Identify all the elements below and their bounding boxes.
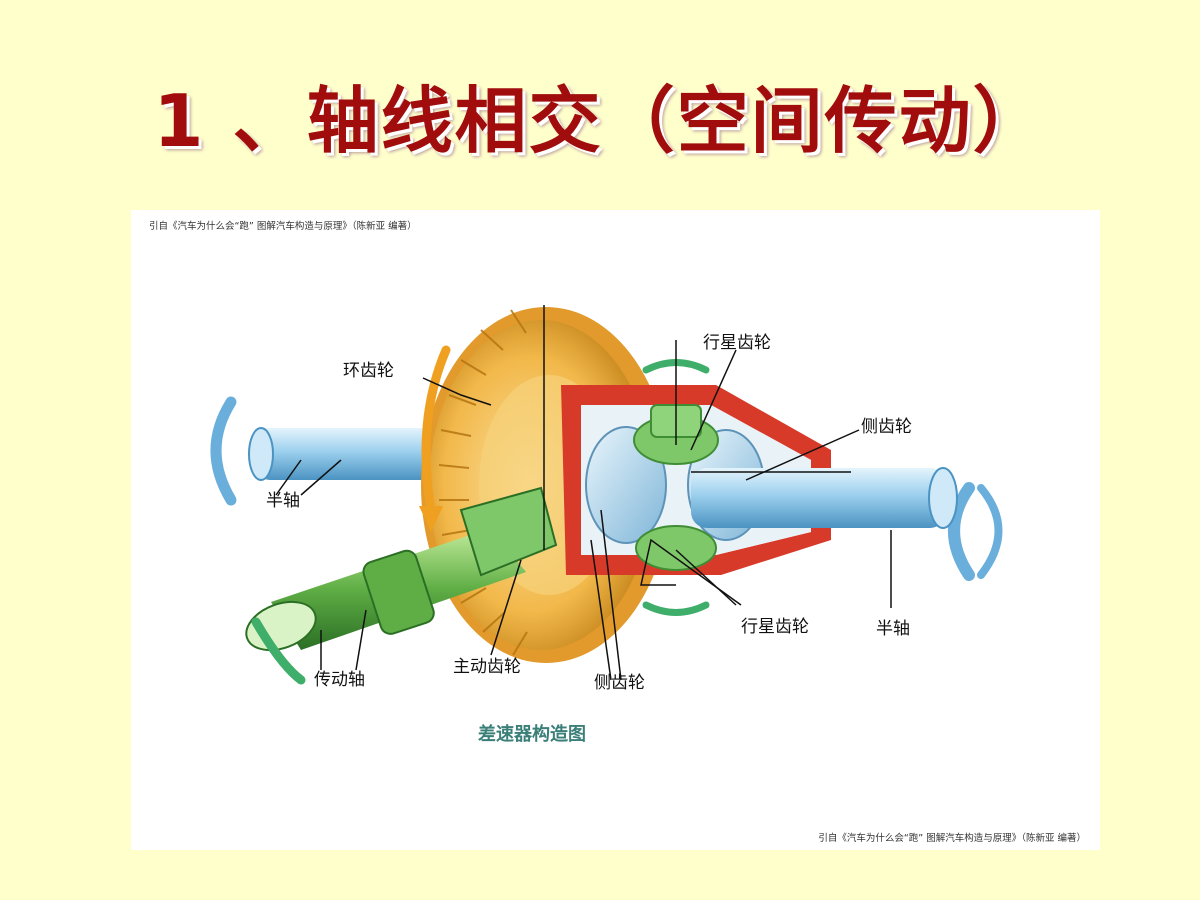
citation-top: 引自《汽车为什么会“跑” 图解汽车构造与原理》（陈新亚 编著）	[149, 221, 417, 232]
rotation-arrow-drive	[251, 617, 306, 685]
half-shaft-right-shape	[691, 467, 958, 529]
label-side-gear-bottom: 侧齿轮	[594, 673, 645, 693]
label-half-shaft-right: 半轴	[876, 619, 910, 639]
label-drive-pinion: 主动齿轮	[453, 657, 521, 677]
label-drive-shaft: 传动轴	[314, 670, 365, 690]
diagram-panel: 引自《汽车为什么会“跑” 图解汽车构造与原理》（陈新亚 编著）	[131, 210, 1100, 850]
differential-diagram: 环齿轮 行星齿轮 侧齿轮 半轴 行星齿轮 半轴 传动轴 主动齿轮 侧齿轮 差速器…	[210, 305, 1003, 745]
planet-gear-bottom-shape	[635, 525, 717, 571]
label-ring-gear: 环齿轮	[343, 361, 394, 381]
rotation-arrow-right	[948, 482, 975, 581]
slide-title: 1 、轴线相交（空间传动）	[153, 79, 1047, 163]
rotation-arrow-planet-bottom	[642, 601, 710, 616]
rotation-arrow-left	[210, 396, 237, 506]
label-planet-gear-top: 行星齿轮	[703, 333, 771, 353]
label-side-gear-right: 侧齿轮	[861, 417, 912, 437]
label-half-shaft-left: 半轴	[266, 491, 300, 511]
label-planet-gear-bottom: 行星齿轮	[741, 617, 809, 637]
citation-bottom: 引自《汽车为什么会“跑” 图解汽车构造与原理》（陈新亚 编著）	[818, 833, 1086, 844]
diagram-caption: 差速器构造图	[478, 723, 586, 745]
drive-shaft-shape	[245, 486, 558, 652]
rotation-arrow-ring	[421, 345, 451, 515]
